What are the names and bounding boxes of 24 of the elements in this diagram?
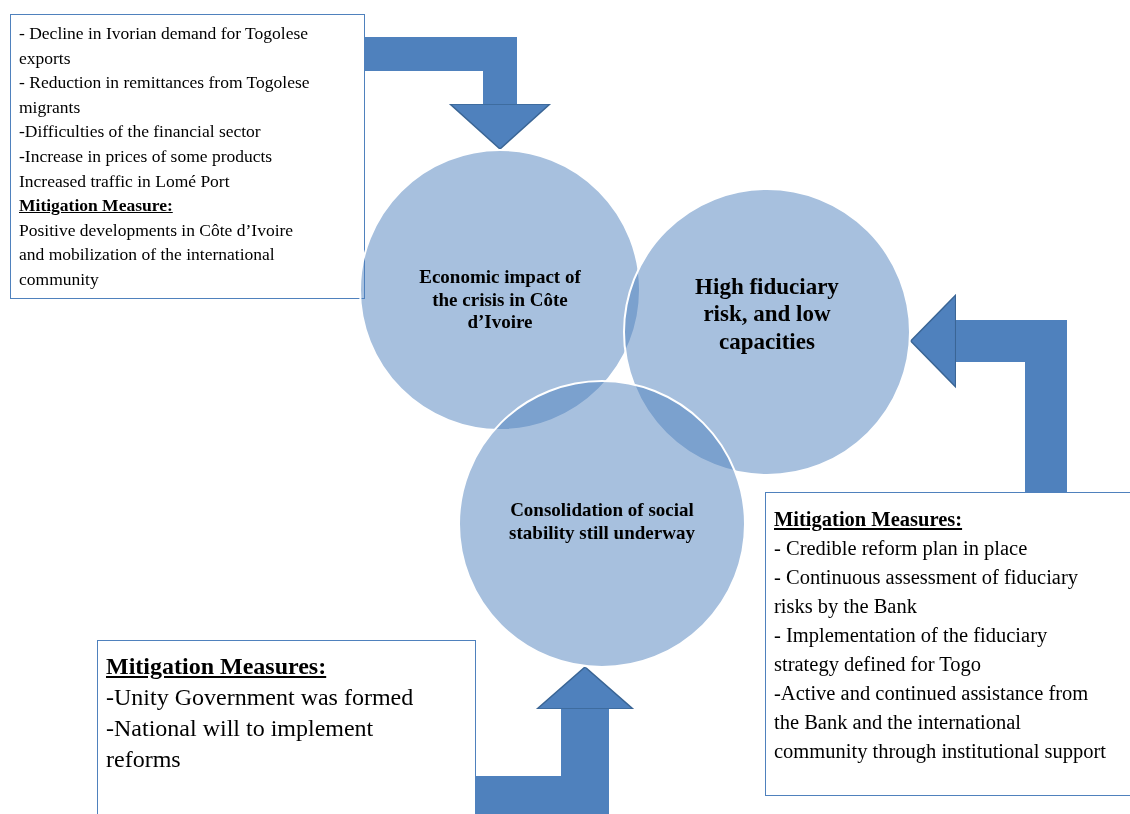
bullet-text: - Decline in Ivorian demand for Togolese exports: [19, 22, 310, 70]
bullet-text: -National will to implement reforms: [106, 714, 375, 774]
block-arrow: [909, 294, 1067, 492]
bullet-text: -Active and continued assistance from the Bank and the international community through institutional support: [774, 681, 1107, 765]
section-heading: Mitigation Measures:: [774, 507, 964, 533]
block-arrow: [476, 666, 634, 814]
section-heading: Mitigation Measures:: [106, 652, 328, 681]
bullet-text: -Increase in prices of some products: [19, 144, 274, 168]
text-box: [765, 492, 1130, 796]
bullet-text: - Reduction in remittances from Togolese migrants: [19, 71, 311, 119]
block-arrow: [365, 37, 551, 150]
section-heading: Mitigation Measure:: [19, 194, 174, 218]
bullet-text: -Unity Government was formed: [106, 683, 415, 712]
text-box: [97, 640, 476, 814]
risk-title: Economic impact of the crisis in Côte d’Ivoire: [418, 265, 582, 335]
risk-title: High fiduciary risk, and low capacities: [694, 272, 840, 356]
text-box: [10, 14, 365, 299]
bullet-text: - Continuous assessment of fiduciary risks by the Bank: [774, 565, 1080, 620]
bullet-text: - Implementation of the fiduciary strategy defined for Togo: [774, 623, 1049, 678]
risk-title: Consolidation of social stability still underway: [508, 499, 696, 545]
bullet-text: - Credible reform plan in place: [774, 536, 1029, 562]
bullet-text: Increased traffic in Lomé Port: [19, 169, 231, 193]
bullet-text: -Difficulties of the financial sector: [19, 120, 262, 144]
bullet-text: Positive developments in Côte d’Ivoire and mobilization of the international community: [19, 218, 295, 291]
